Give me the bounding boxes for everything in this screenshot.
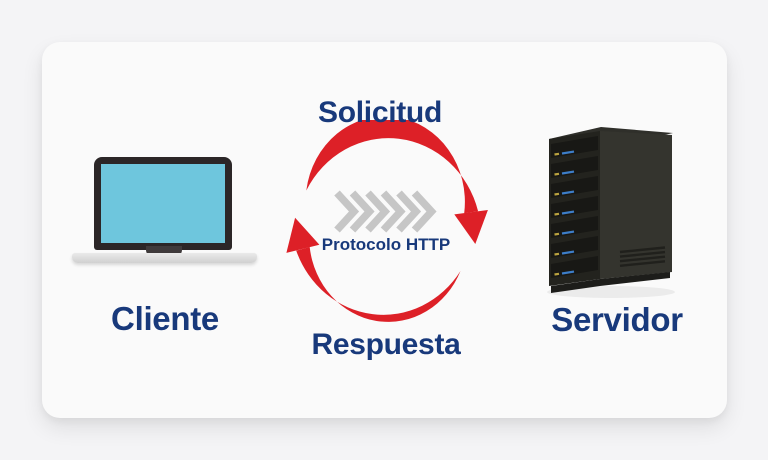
laptop-screen — [101, 164, 225, 243]
response-arc — [296, 247, 461, 322]
response-arrowhead-icon — [286, 217, 320, 253]
laptop-base — [72, 253, 257, 263]
http-flow-chevrons-icon — [334, 190, 437, 233]
cycle-arrows — [286, 120, 488, 322]
laptop-hinge — [146, 246, 182, 256]
response-label: Respuesta — [311, 328, 461, 361]
request-arrowhead-icon — [454, 210, 488, 244]
server-slot — [551, 176, 598, 198]
chevron-icon — [365, 190, 391, 233]
chevron-icon — [349, 190, 375, 233]
request-response-cycle-icon — [286, 120, 488, 322]
server-slot — [551, 136, 598, 158]
server-slot — [551, 256, 598, 278]
request-arc — [306, 120, 479, 214]
server-slots — [551, 136, 598, 278]
protocol-label: Protocolo HTTP — [321, 235, 451, 254]
server-slot — [551, 196, 598, 218]
chevron-icon — [334, 190, 360, 233]
server-side-face — [600, 131, 672, 279]
server-slot — [551, 216, 598, 238]
chevron-icon — [380, 190, 406, 233]
request-label: Solicitud — [318, 96, 442, 129]
server-label: Servidor — [551, 301, 683, 338]
server-vents — [619, 246, 666, 267]
server-slot — [551, 156, 598, 178]
server-slot — [551, 236, 598, 258]
chevron-icon — [411, 190, 437, 233]
server-base — [551, 272, 670, 293]
server-rack-icon — [547, 127, 675, 298]
client-label: Cliente — [111, 300, 219, 337]
chevron-icon — [396, 190, 422, 233]
